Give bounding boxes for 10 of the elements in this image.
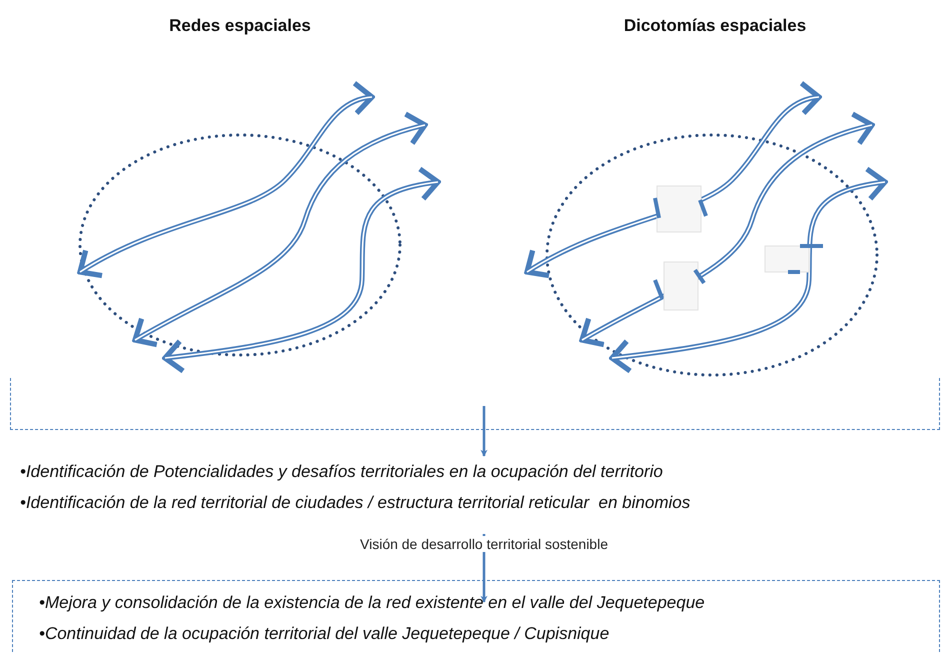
arrow bbox=[480, 406, 488, 457]
bullet-text: •Continuidad de la ocupación territorial del valle Jequetepeque / Cupisnique bbox=[39, 624, 610, 644]
edge-label: Visión de desarrollo territorial sostenible bbox=[358, 536, 610, 552]
panel-title: Redes espaciales bbox=[169, 16, 311, 36]
panel-title: Dicotomías espaciales bbox=[624, 16, 806, 36]
bullet-text: •Mejora y consolidación de la existencia de la red existente en el valle del Jequetepeque bbox=[39, 593, 705, 613]
dashed-frame bbox=[12, 580, 940, 652]
bullet-text: •Identificación de Potencialidades y desafíos territoriales en la ocupación del territorio bbox=[20, 462, 663, 482]
bullet-text: •Identificación de la red territorial de ciudades / estructura territorial reticular en binomios bbox=[20, 493, 690, 513]
dashed-bracket bbox=[10, 378, 940, 430]
